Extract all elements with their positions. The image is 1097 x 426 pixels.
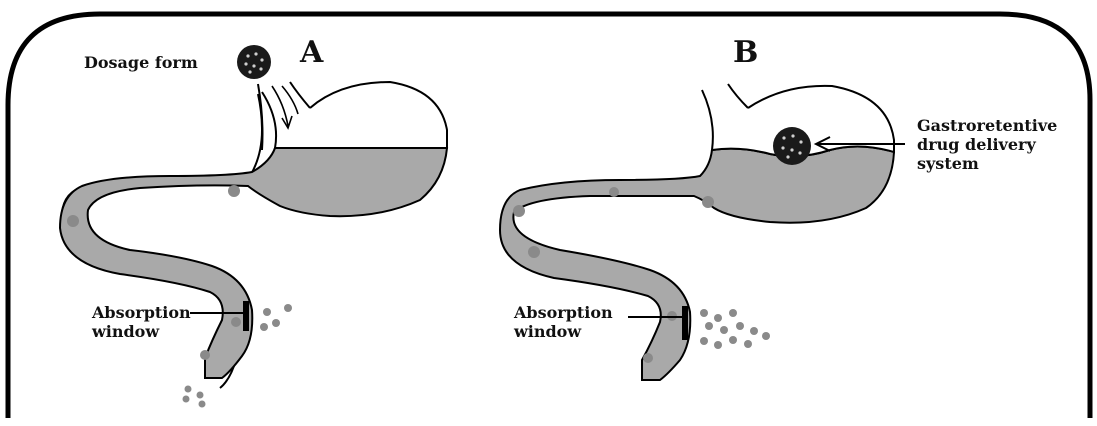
absorption-label-b-line2: window [513, 322, 582, 341]
absorption-label-a-line1: Absorption [91, 303, 191, 322]
absorption-label-a-line2: window [91, 322, 160, 341]
gastroretentive-pill [773, 127, 811, 165]
excreted-particles-a [183, 386, 206, 408]
esophagus-a-left [258, 84, 263, 150]
panel-b-letter: B [733, 35, 758, 70]
gastro-label-line1: Gastroretentive [917, 116, 1057, 135]
dosage-form-label: Dosage form [84, 53, 198, 72]
outer-frame [8, 14, 1090, 418]
stomach-a-fluid [60, 148, 447, 378]
absorbed-particles-a [260, 304, 292, 331]
absorbed-particles-b [700, 309, 770, 349]
dosage-form-pill [237, 45, 271, 79]
panel-b: B Gastroretentive drug delivery system A… [500, 35, 1057, 380]
absorption-label-b-line1: Absorption [513, 303, 613, 322]
stomach-a-dome [262, 82, 447, 148]
panel-a: Dosage form A Absorption window [60, 35, 447, 408]
gastro-label-line3: system [917, 154, 979, 173]
stomach-b-fluid [500, 146, 894, 380]
panel-a-letter: A [299, 35, 324, 70]
gastro-label-line2: drug delivery [917, 135, 1036, 154]
